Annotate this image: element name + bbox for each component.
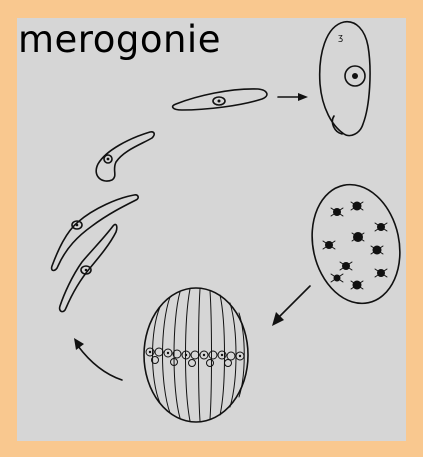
svg-text:ʒ: ʒ bbox=[338, 33, 343, 43]
merozoite-pair bbox=[52, 195, 139, 312]
dividing-schizont bbox=[144, 288, 248, 422]
arrow-right-icon bbox=[278, 93, 308, 101]
rounded-schizont: ʒ bbox=[320, 22, 370, 136]
merozoite-curved bbox=[96, 132, 154, 181]
diagram-title: merogonie bbox=[18, 21, 221, 58]
arrow-up-left-icon bbox=[74, 338, 122, 380]
arrow-down-left-icon bbox=[272, 286, 310, 326]
elongated-merozoite-right bbox=[173, 89, 267, 110]
multinucleate-schizont bbox=[301, 176, 410, 311]
